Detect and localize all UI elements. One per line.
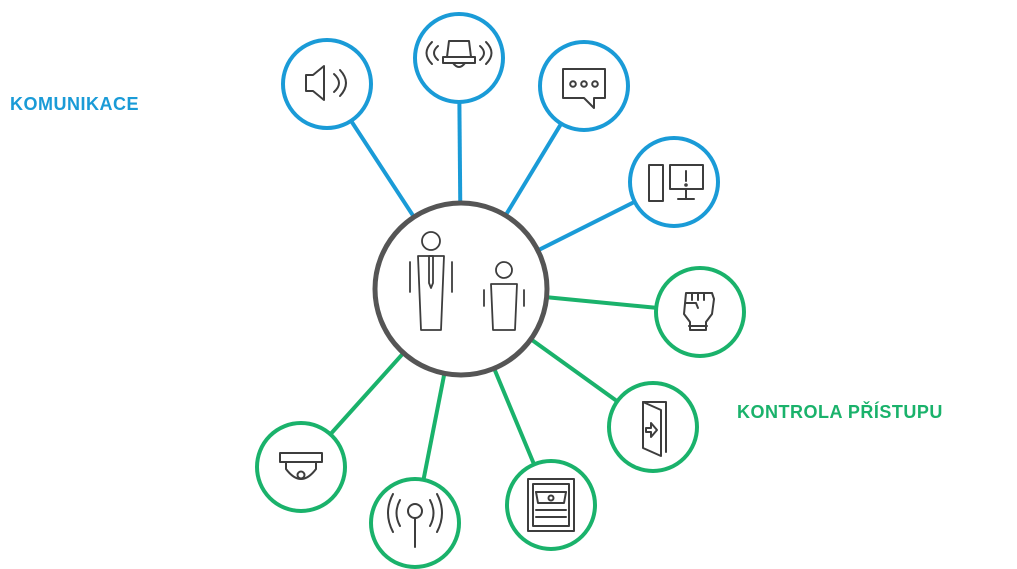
people-icon [409,231,525,331]
node-chat [538,40,630,132]
node-speaker [281,38,373,130]
speaker-icon [305,65,347,101]
node-door-exit [607,381,699,473]
safe-box-icon [527,478,575,532]
door-exit-icon [642,401,667,457]
chat-bubble-icon [562,68,606,109]
connector-line [327,350,407,438]
connector-line [502,120,564,219]
dome-camera-icon [279,452,323,480]
node-bell-alarm [413,12,505,104]
access-control-label: KONTROLA PŘÍSTUPU [737,402,943,422]
antenna-icon [387,493,443,548]
node-antenna [369,477,461,569]
intercom-monitor-icon [648,164,704,202]
bell-alarm-icon [425,40,493,68]
connector-line [528,336,621,405]
center-node [372,200,550,378]
node-fist [654,266,746,358]
fist-icon [683,292,715,331]
node-dome-camera [255,421,347,513]
connector-line [457,99,463,206]
communication-label: KOMUNIKACE [10,94,139,114]
connector-line [348,118,417,220]
connector-line [535,199,638,254]
connector-line [544,295,659,310]
connector-line [421,371,447,483]
node-intercom-monitor [628,136,720,228]
connector-line [491,365,537,468]
connectors [327,99,659,483]
node-safe-box [505,459,597,551]
